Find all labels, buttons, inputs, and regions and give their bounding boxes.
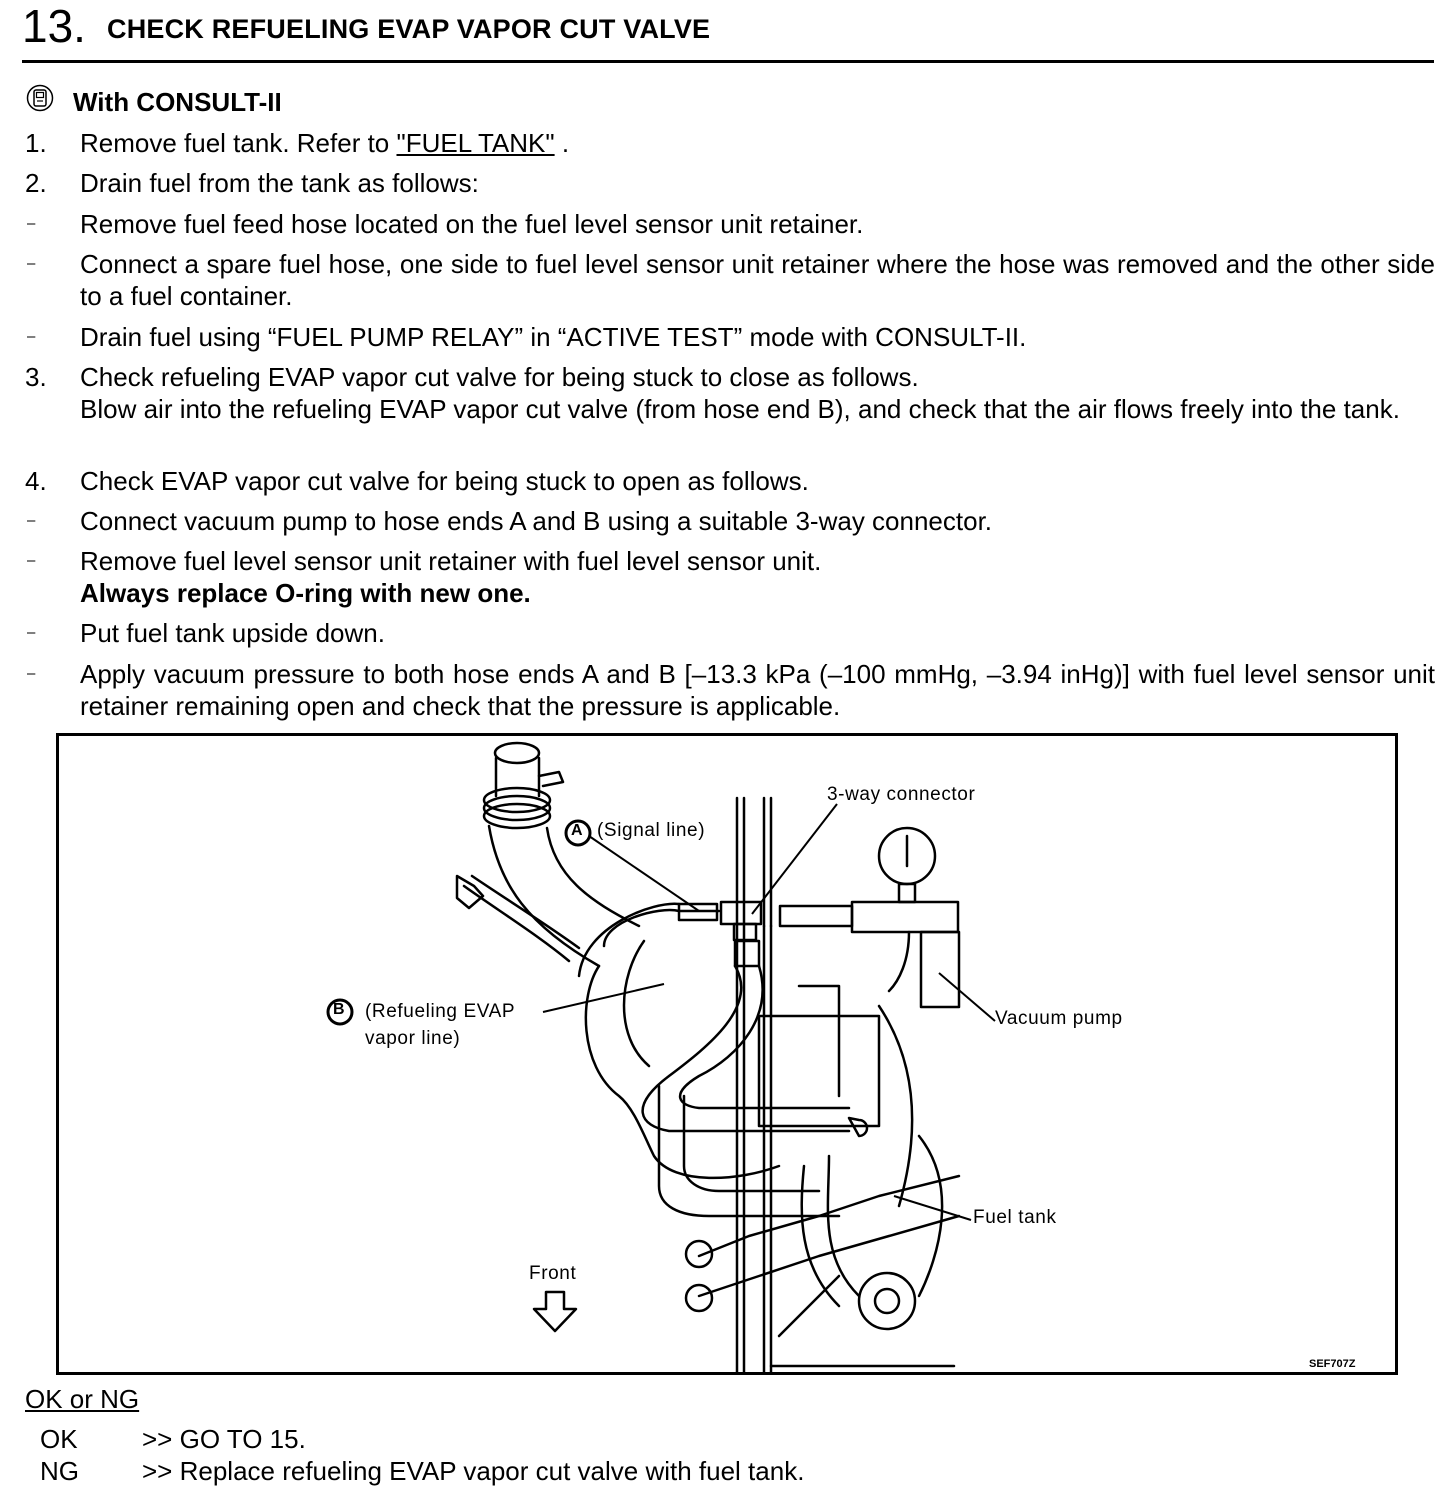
- step-text: Remove fuel feed hose located on the fue…: [80, 209, 864, 239]
- dash-marker: –: [27, 552, 36, 569]
- step-number: 13.: [22, 0, 86, 52]
- step-text: Drain fuel using “FUEL PUMP RELAY” in “A…: [80, 322, 1027, 352]
- label-b-letter: B: [333, 1001, 346, 1018]
- step-marker: 1.: [25, 128, 47, 158]
- step-marker: 3.: [25, 362, 47, 392]
- step-text: Remove fuel tank. Refer to: [80, 128, 397, 158]
- vacuum-pump-label: Vacuum pump: [995, 1008, 1123, 1029]
- step-text: Remove fuel level sensor unit retainer w…: [80, 546, 822, 576]
- fuel-tank-label: Fuel tank: [973, 1207, 1057, 1228]
- step-text: Apply vacuum pressure to both hose ends …: [80, 659, 1435, 721]
- label-a-circle: [564, 819, 592, 847]
- step-text: Put fuel tank upside down.: [80, 618, 385, 648]
- label-a-letter: A: [571, 822, 584, 839]
- dash-marker: –: [27, 328, 36, 345]
- consult-tool-icon: [26, 84, 54, 112]
- evap-valve-diagram: 3-way connector A (Signal line) B (Refue…: [56, 733, 1398, 1375]
- dash-marker: –: [27, 665, 36, 682]
- ok-ng-heading: OK or NG: [25, 1384, 140, 1414]
- step-text: Connect a spare fuel hose, one side to f…: [80, 249, 1435, 311]
- step-text: Connect vacuum pump to hose ends A and B…: [80, 506, 993, 536]
- refueling-evap-label-line2: vapor line): [365, 1028, 461, 1049]
- front-arrow-icon: [532, 1290, 578, 1333]
- dash-marker: –: [27, 624, 36, 641]
- refueling-evap-label-line1: (Refueling EVAP: [365, 1001, 516, 1022]
- step-marker: 2.: [25, 168, 47, 198]
- step-text: Drain fuel from the tank as follows:: [80, 168, 479, 198]
- front-label: Front: [529, 1263, 577, 1284]
- fuel-tank-link[interactable]: "FUEL TANK": [396, 128, 555, 158]
- signal-line-label: (Signal line): [597, 820, 706, 841]
- dash-marker: –: [27, 255, 36, 272]
- result-key-ok: OK: [40, 1424, 78, 1454]
- dash-marker: –: [27, 215, 36, 232]
- warning-text: Always replace O-ring with new one.: [80, 578, 531, 608]
- result-key-ng: NG: [40, 1456, 79, 1486]
- result-value-ok: >> GO TO 15.: [142, 1424, 306, 1454]
- step-text-tail: .: [554, 128, 570, 158]
- step-text-detail: Blow air into the refueling EVAP vapor c…: [80, 394, 1400, 424]
- step-text: Check EVAP vapor cut valve for being stu…: [80, 466, 809, 496]
- step-marker: 4.: [25, 466, 47, 496]
- page-title: CHECK REFUELING EVAP VAPOR CUT VALVE: [107, 14, 711, 44]
- title-divider: [22, 60, 1434, 63]
- figure-code: SEF707Z: [1309, 1358, 1356, 1370]
- label-b-circle: [326, 998, 354, 1026]
- three-way-connector-label: 3-way connector: [827, 784, 976, 805]
- step-text: Check refueling EVAP vapor cut valve for…: [80, 362, 919, 392]
- consult-heading: With CONSULT-II: [73, 87, 282, 117]
- dash-marker: –: [27, 512, 36, 529]
- result-value-ng: >> Replace refueling EVAP vapor cut valv…: [142, 1456, 805, 1486]
